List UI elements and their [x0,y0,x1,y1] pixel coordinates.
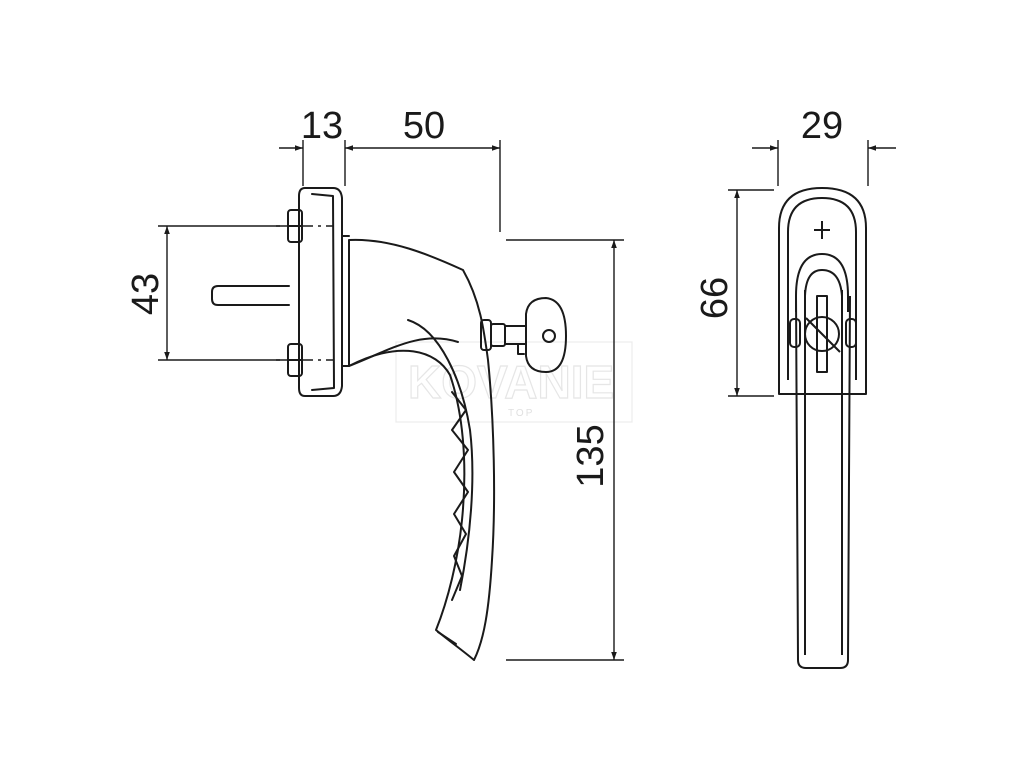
handle-lever [348,238,496,661]
watermark-brand: KOVANIE [408,356,614,408]
cross-mark [814,221,830,239]
handle-side-view [211,187,567,661]
dimension-lines [158,140,896,661]
rose-front [778,187,867,395]
rose-plate [298,187,350,397]
dim-13-label: 13 [301,105,343,147]
dim-50-label: 50 [403,105,445,147]
centerlines [276,225,334,361]
dim-135-label: 135 [570,424,612,487]
lever-front [795,253,851,669]
watermark: KOVANIE TOP [395,341,633,423]
handle-front-view [778,187,867,669]
lock-cylinder [789,295,857,373]
key [480,297,567,373]
spindle [211,285,290,306]
watermark-sub: TOP [508,408,534,419]
dim-43-label: 43 [125,273,167,315]
dim-29-label: 29 [801,105,843,147]
dim-66-label: 66 [694,277,736,319]
